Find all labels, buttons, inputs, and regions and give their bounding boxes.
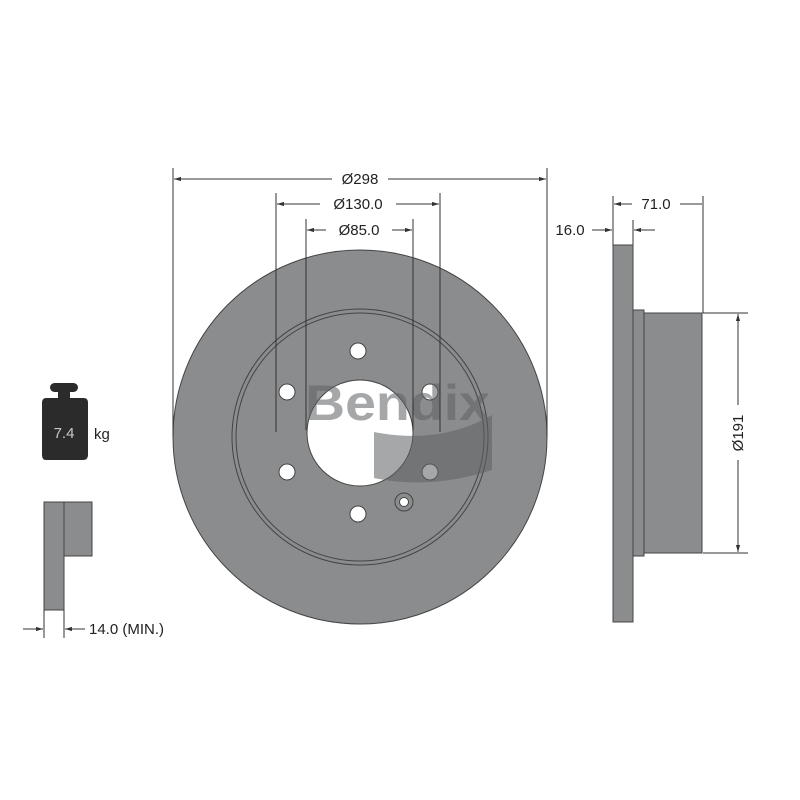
bendix-logo-watermark: Bendix xyxy=(305,375,492,483)
weight-value: 7.4 xyxy=(54,425,75,442)
center-bore-dimension: Ø85.0 xyxy=(305,219,414,430)
locating-hole-ring xyxy=(394,492,414,512)
logo-text: Bendix xyxy=(305,375,490,431)
height-dimension: 71.0 xyxy=(612,196,704,313)
thickness-dimension: 16.0 xyxy=(555,220,655,245)
outer-diameter-dimension: Ø298 xyxy=(172,168,548,437)
height-label: 71.0 xyxy=(641,196,670,213)
thickness-label: 16.0 xyxy=(555,222,584,239)
hat-diameter-label: Ø191 xyxy=(730,415,747,452)
outer-diameter-label: Ø298 xyxy=(342,171,379,188)
min-thickness-icon xyxy=(23,501,93,638)
min-thickness-label: 14.0 (MIN.) xyxy=(89,621,164,638)
bolt-circle-label: Ø130.0 xyxy=(333,196,382,213)
weight-icon: 7.4 xyxy=(42,383,88,460)
disc-front-view: Bendix xyxy=(172,249,548,625)
locating-hole xyxy=(399,497,409,507)
weight-unit: kg xyxy=(94,426,110,443)
logo-swoosh xyxy=(374,415,492,483)
disc-side-view xyxy=(612,244,703,623)
hat-diameter-dimension: Ø191 xyxy=(703,312,748,554)
center-bore-label: Ø85.0 xyxy=(339,222,380,239)
bolt-circle-dimension: Ø130.0 xyxy=(275,193,441,432)
